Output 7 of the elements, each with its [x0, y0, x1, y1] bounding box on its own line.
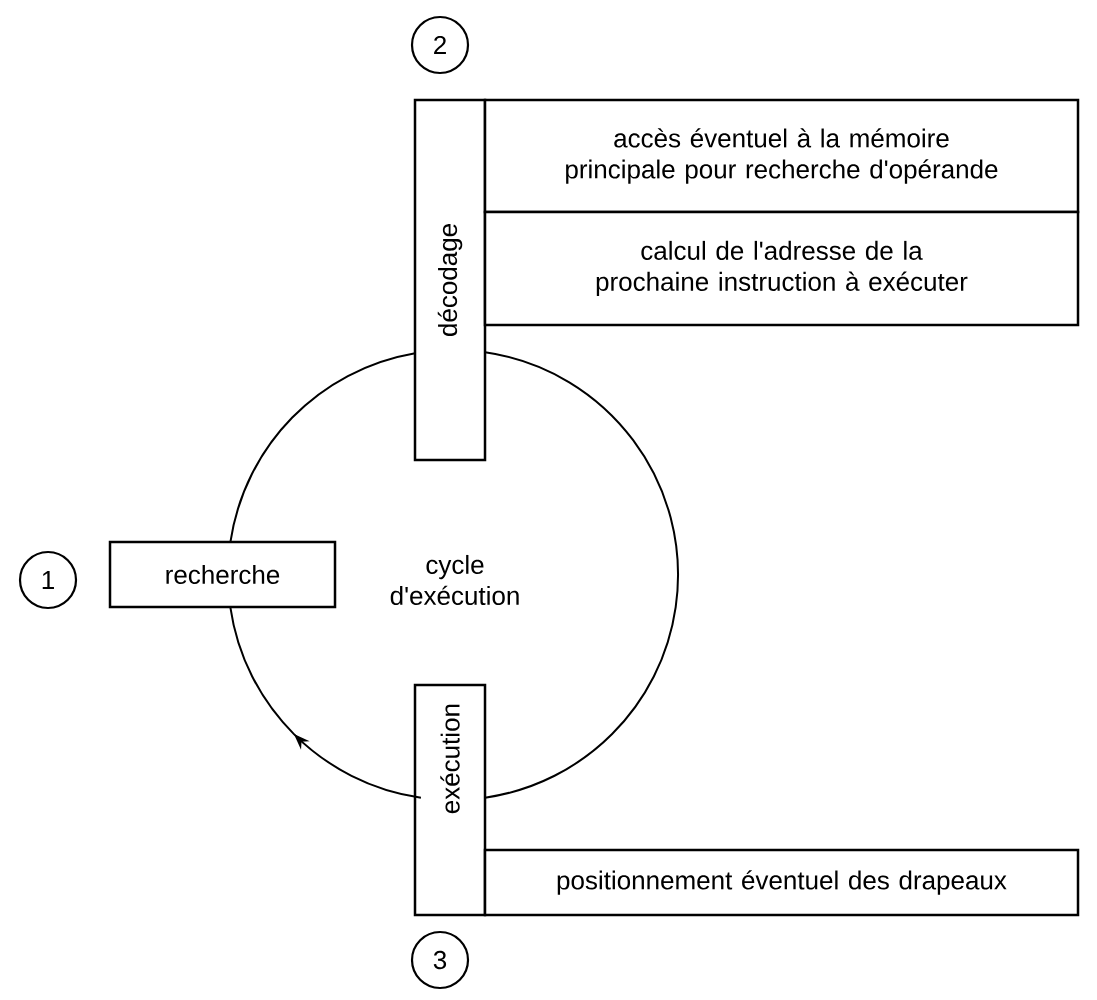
cycle-arc — [484, 351, 679, 799]
stage-box: exécution — [413, 683, 487, 917]
cycle-arc — [229, 352, 417, 543]
stage-box: recherche — [108, 540, 337, 609]
center-label: cycle d'exécution — [390, 554, 519, 606]
stage-box: décodage — [413, 98, 487, 462]
cycle-arrow — [229, 606, 422, 799]
